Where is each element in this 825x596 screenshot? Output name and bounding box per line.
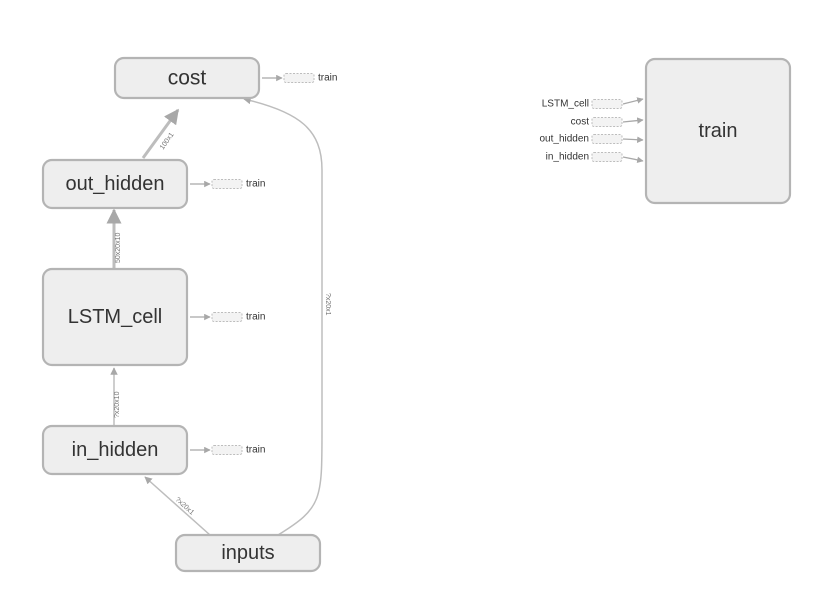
train-input-cost[interactable]: cost — [571, 117, 644, 128]
train-input-label: out_hidden — [540, 134, 590, 145]
train-input-label: in_hidden — [546, 152, 589, 163]
edge-inputs-to-in-hidden[interactable] — [144, 476, 211, 536]
stub-lstm-cell-train[interactable]: train — [190, 312, 265, 323]
stub-cost-train[interactable]: train — [262, 73, 337, 84]
stub-label: train — [246, 179, 265, 190]
node-in-hidden[interactable]: in_hidden — [41, 424, 189, 476]
edge-label-inputs-to-cost: ?x20x1 — [324, 293, 331, 316]
node-out-hidden[interactable]: out_hidden — [41, 158, 189, 210]
train-input-label: LSTM_cell — [542, 99, 589, 110]
edge-inputs-to-cost[interactable] — [243, 96, 323, 536]
train-input-in-hidden[interactable]: in_hidden — [546, 152, 644, 164]
edge-out-hidden-to-cost[interactable] — [141, 108, 180, 159]
train-input-lstm-cell[interactable]: LSTM_cell — [542, 97, 644, 110]
node-label: out_hidden — [66, 173, 165, 195]
stub-box — [591, 99, 623, 109]
node-label: train — [699, 120, 738, 142]
edge-label-in-to-lstm: ?x20x10 — [114, 391, 121, 418]
stub-out-hidden-train[interactable]: train — [190, 179, 265, 190]
train-input-label: cost — [571, 117, 590, 128]
stub-label: train — [246, 312, 265, 323]
node-cost[interactable]: cost — [113, 56, 261, 100]
stub-box — [591, 117, 623, 127]
stub-box — [211, 445, 243, 455]
stub-box — [591, 134, 623, 144]
node-label: inputs — [221, 542, 274, 564]
stub-box — [283, 73, 315, 83]
stub-box — [591, 152, 623, 162]
node-train[interactable]: train — [644, 57, 792, 205]
node-label: cost — [168, 67, 207, 90]
edge-label-inputs-to-in: ?x20x1 — [174, 496, 196, 516]
stub-box — [211, 179, 243, 189]
node-lstm-cell[interactable]: LSTM_cell — [41, 267, 189, 367]
stub-label: train — [318, 73, 337, 84]
stub-label: train — [246, 445, 265, 456]
edge-label-lstm-to-out: 50x20x10 — [115, 233, 122, 263]
node-label: LSTM_cell — [68, 306, 162, 328]
node-label: in_hidden — [72, 439, 159, 461]
stub-box — [211, 312, 243, 322]
train-input-out-hidden[interactable]: out_hidden — [540, 134, 644, 145]
stub-in-hidden-train[interactable]: train — [190, 445, 265, 456]
node-inputs[interactable]: inputs — [174, 533, 322, 573]
